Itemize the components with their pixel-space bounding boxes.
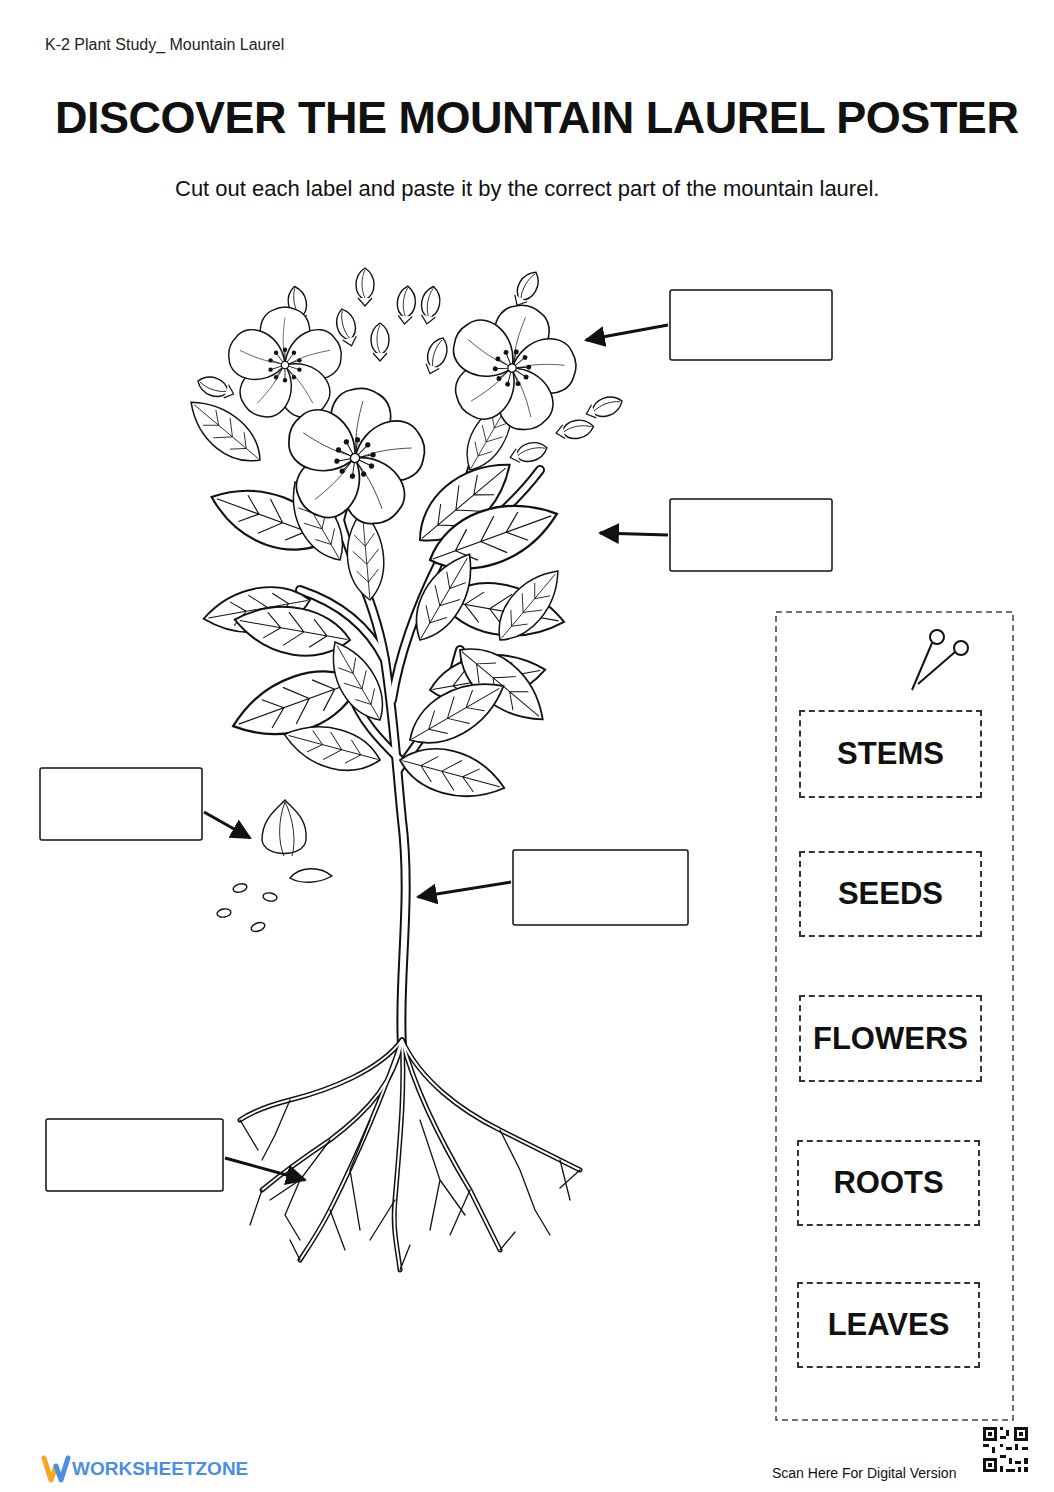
cutout-label: ROOTS: [797, 1140, 980, 1226]
illustration-line: [586, 325, 668, 340]
scissors-icon: [912, 630, 968, 690]
illustration-use: [240, 1040, 580, 1270]
illustration-rect: [986, 1461, 994, 1469]
qr-note: Scan Here For Digital Version: [772, 1465, 956, 1481]
illustration-use: [486, 559, 571, 651]
illustration-use: [427, 288, 595, 451]
illustration-use: [269, 378, 440, 542]
label-word: STEMS: [837, 736, 944, 772]
illustration-rect: [1015, 1461, 1021, 1464]
qr-code: [983, 1427, 1028, 1472]
illustration-rect: [1000, 1466, 1003, 1472]
brand-name: WORKSHEETZONE: [72, 1458, 248, 1480]
illustration-rect: [40, 768, 202, 840]
illustration-rect: [992, 1447, 995, 1453]
illustration-ellipse: [250, 921, 266, 933]
illustration-rect: [1006, 1469, 1015, 1472]
seeds: [216, 800, 332, 933]
instruction-text: Cut out each label and paste it by the c…: [175, 176, 879, 202]
illustration-ellipse: [232, 882, 248, 893]
illustration-use: [402, 544, 486, 650]
illustration-use: [396, 285, 417, 324]
illustration-rect: [1024, 1467, 1028, 1472]
illustration-rect: [1019, 1432, 1023, 1436]
illustration-path: [280, 802, 294, 856]
illustration-path: [56, 1458, 68, 1480]
label-word: LEAVES: [828, 1307, 950, 1343]
illustration-path: [912, 643, 955, 690]
illustration-rect: [1022, 1447, 1028, 1450]
illustration-use: [508, 439, 549, 466]
illustration-use: [555, 418, 596, 442]
illustration-use: [356, 268, 374, 306]
illustration-line: [225, 1158, 305, 1180]
illustration-rect: [1006, 1430, 1009, 1436]
pointer-arrows: [204, 325, 668, 1180]
illustration-use: [509, 268, 544, 310]
illustration-rect: [46, 1119, 223, 1191]
illustration-rect: [983, 1458, 997, 1472]
cutout-label: LEAVES: [797, 1282, 980, 1368]
illustration-line: [418, 882, 511, 897]
illustration-rect: [986, 1430, 994, 1438]
header-label: K-2 Plant Study_ Mountain Laurel: [45, 36, 284, 54]
illustration-use: [418, 285, 442, 326]
flowers: [222, 288, 595, 542]
illustration-rect: [670, 290, 832, 360]
illustration-rect: [1024, 1458, 1028, 1464]
illustration-rect: [1014, 1427, 1028, 1441]
illustration-rect: [670, 499, 832, 571]
illustration-rect: [1000, 1436, 1006, 1439]
illustration-use: [421, 335, 451, 377]
illustration-rect: [1006, 1447, 1012, 1450]
label-word: ROOTS: [833, 1165, 943, 1201]
illustration-rect: [1015, 1444, 1018, 1450]
page-title: DISCOVER THE MOUNTAIN LAUREL POSTER: [55, 92, 1018, 144]
cutout-panel: [776, 612, 1013, 1420]
illustration-use: [240, 1040, 580, 1270]
illustration-line: [204, 812, 250, 838]
illustration-rect: [1009, 1458, 1012, 1464]
illustration-line: [600, 533, 668, 535]
illustration-rect: [983, 1444, 989, 1447]
illustration-ellipse: [216, 908, 231, 918]
illustration-path: [240, 1100, 580, 1270]
illustration-rect: [1000, 1455, 1006, 1458]
illustration-circle: [954, 641, 968, 655]
illustration-path: [262, 800, 306, 854]
illustration-rect: [1000, 1427, 1003, 1430]
cutout-label: SEEDS: [799, 851, 982, 937]
illustration-circle: [930, 630, 944, 644]
illustration-use: [195, 373, 237, 403]
answer-boxes: [40, 290, 832, 1191]
illustration-use: [319, 633, 395, 729]
illustration-rect: [1017, 1430, 1025, 1438]
illustration-rect: [988, 1463, 992, 1467]
illustration-ellipse: [262, 892, 277, 902]
illustration-rect: [1018, 1467, 1021, 1472]
label-word: FLOWERS: [813, 1021, 968, 1057]
illustration-rect: [988, 1432, 992, 1436]
illustration-use: [371, 323, 389, 361]
illustration-use: [583, 393, 625, 423]
cutout-label: STEMS: [799, 710, 982, 798]
illustration-rect: [1000, 1444, 1003, 1447]
illustration-rect: [513, 850, 688, 925]
illustration-path: [44, 1458, 56, 1480]
brand-logo: [44, 1458, 68, 1480]
illustration-use: [399, 667, 514, 758]
label-word: SEEDS: [838, 876, 943, 912]
illustration-use: [222, 307, 347, 426]
cutout-label: FLOWERS: [799, 995, 982, 1082]
roots: [240, 1040, 580, 1270]
illustration-use: [395, 738, 511, 808]
illustration-path: [290, 869, 332, 883]
illustration-use: [279, 716, 385, 780]
illustration-rect: [983, 1427, 997, 1441]
